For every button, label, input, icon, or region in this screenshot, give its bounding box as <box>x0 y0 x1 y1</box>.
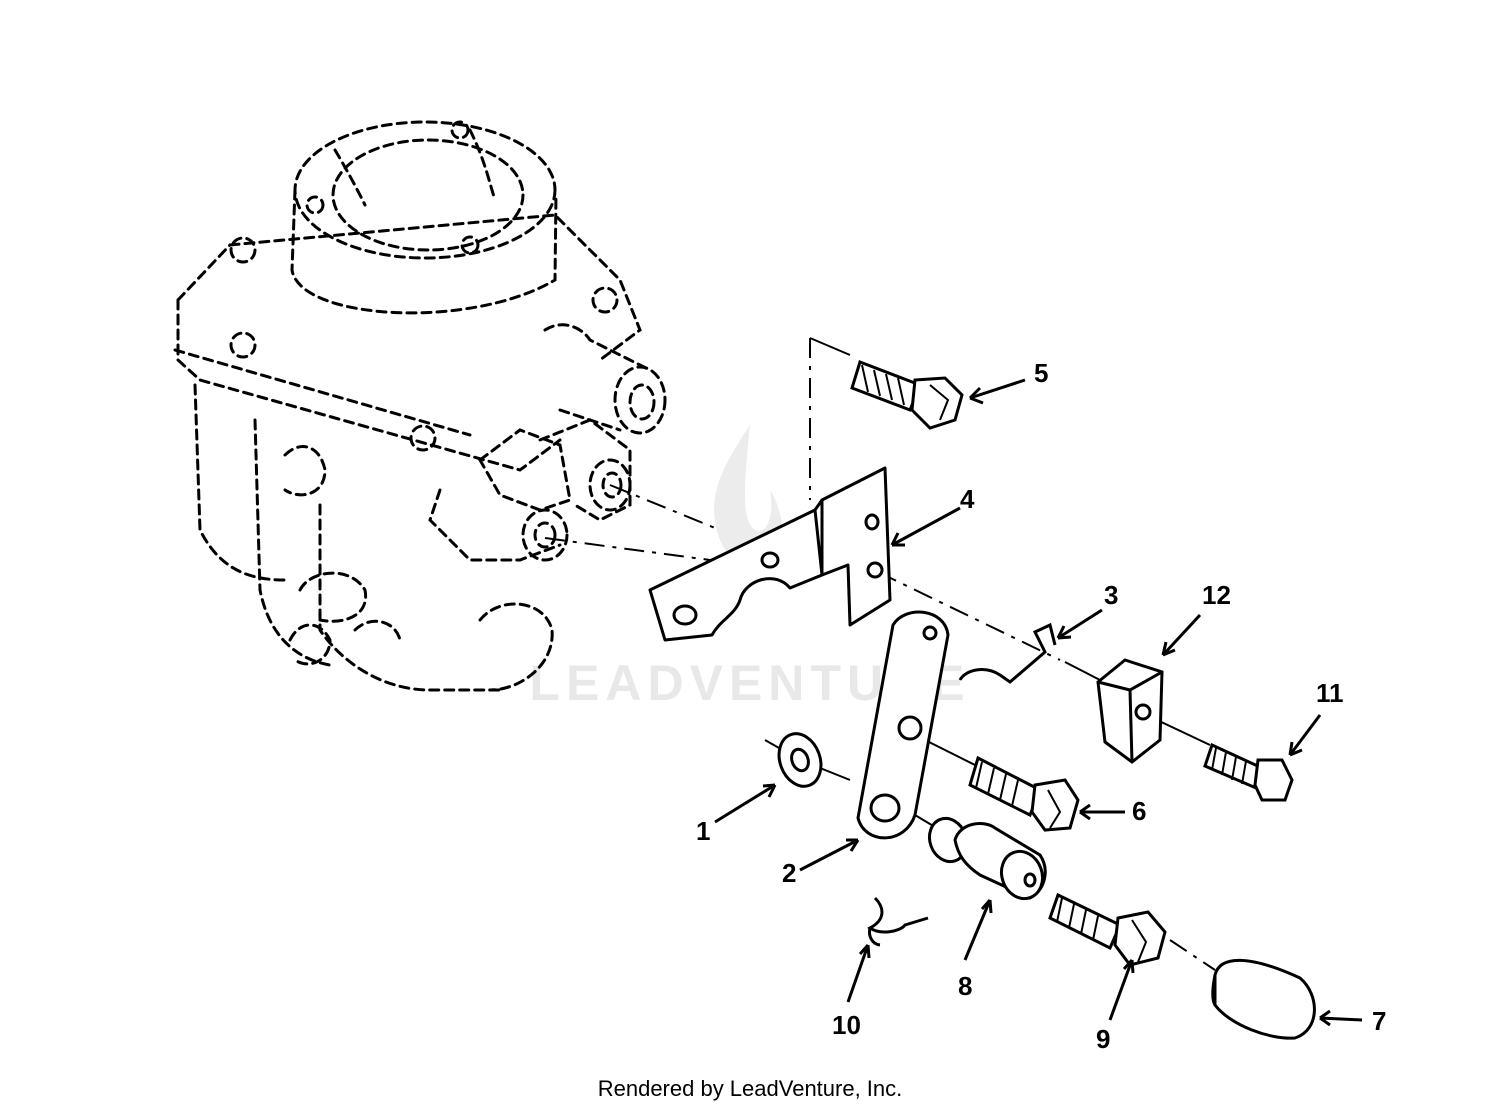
callout-8: 8 <box>958 971 972 1001</box>
callout-12: 12 <box>1202 580 1231 610</box>
leader-lines <box>714 378 1363 1027</box>
footer-credit: Rendered by LeadVenture, Inc. <box>597 1076 903 1101</box>
callout-labels: 1 2 3 4 5 6 7 8 9 10 11 12 <box>696 358 1386 1054</box>
part-3-clip <box>958 622 1057 684</box>
part-12-clip <box>1096 658 1164 764</box>
callout-2: 2 <box>782 858 796 888</box>
part-1-washer <box>777 732 823 788</box>
part-5-bolt <box>850 360 964 430</box>
watermark-flame-icon <box>714 425 783 568</box>
callout-1: 1 <box>696 816 710 846</box>
part-10-hairpin <box>867 896 929 947</box>
callout-3: 3 <box>1104 580 1118 610</box>
part-7-cap <box>1211 958 1316 1040</box>
carburetor-phantom <box>173 120 667 692</box>
part-2-link <box>856 610 950 840</box>
part-8-pivot <box>927 816 1047 901</box>
part-6-bolt <box>968 755 1080 832</box>
part-9-bolt <box>1048 892 1167 967</box>
callout-10: 10 <box>832 1010 861 1040</box>
callout-9: 9 <box>1096 1024 1110 1054</box>
part-4-bracket <box>648 466 892 642</box>
callout-11: 11 <box>1316 678 1344 708</box>
callout-7: 7 <box>1372 1006 1386 1036</box>
part-11-bolt <box>1203 742 1294 802</box>
callout-4: 4 <box>960 484 975 514</box>
callout-6: 6 <box>1132 796 1146 826</box>
callout-5: 5 <box>1034 358 1048 388</box>
